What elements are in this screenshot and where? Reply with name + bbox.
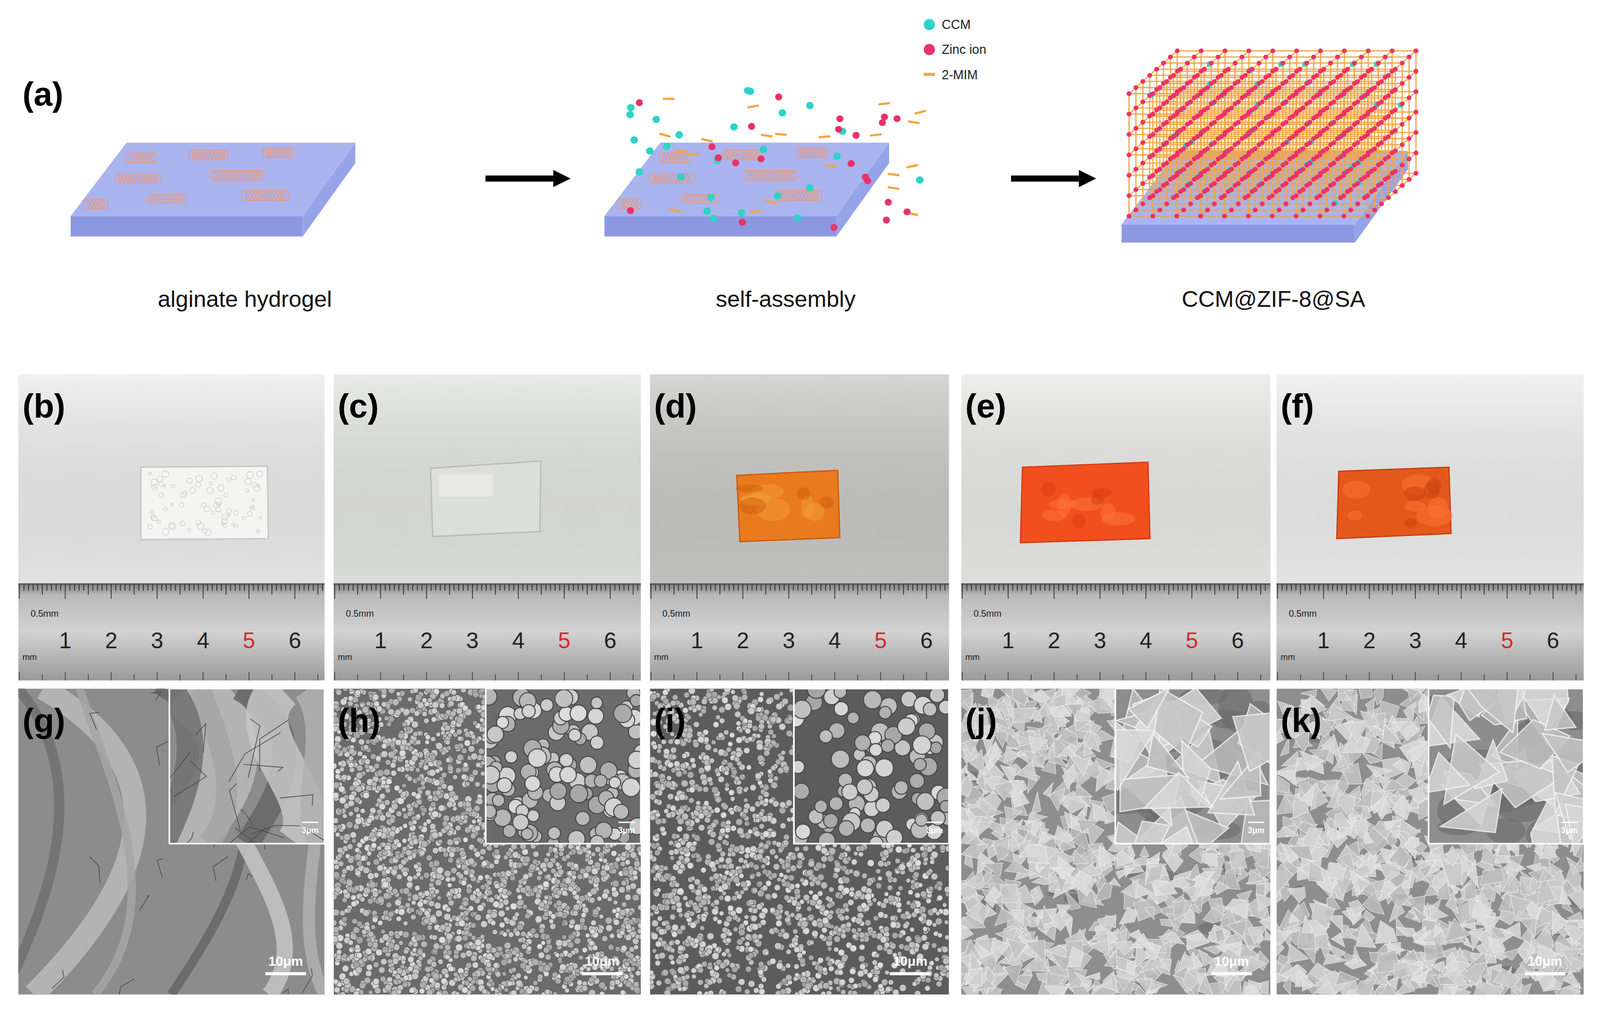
figure-canvas: (a)(b)(c)(d)(e)(f)0.5mmmm1234560.5mmmm12… — [0, 0, 1600, 1015]
